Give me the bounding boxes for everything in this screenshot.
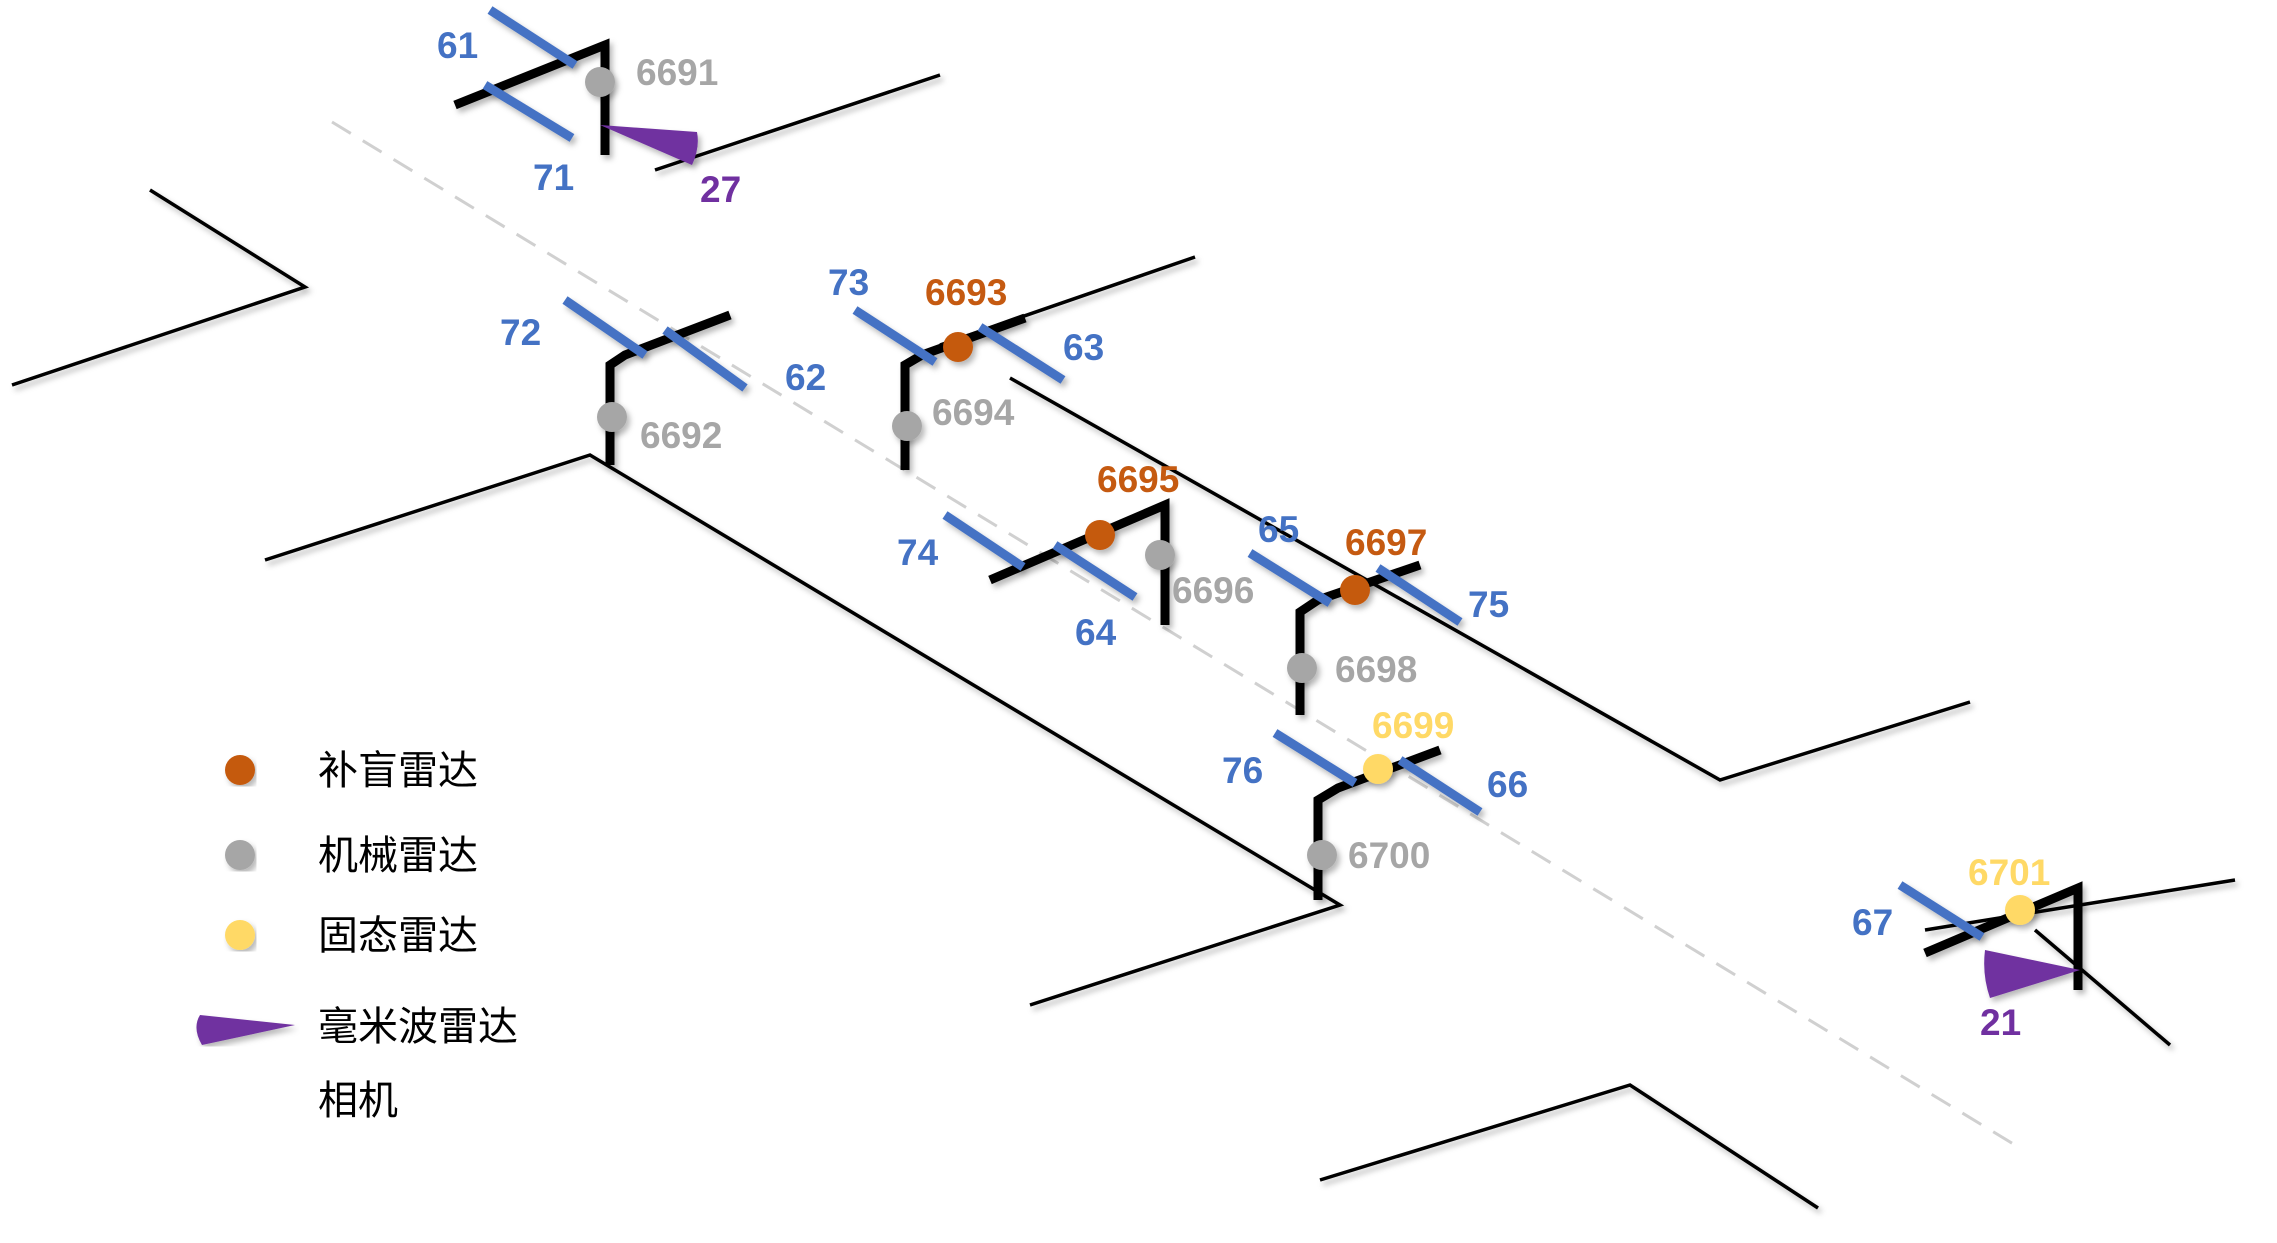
radar-label-6700: 6700 [1348, 835, 1430, 876]
legend-solid-state-radar-label: 固态雷达 [318, 913, 478, 959]
radar-label-6698: 6698 [1335, 649, 1417, 690]
mechanical-radar-labels: 6691 6692 6694 6696 6698 6700 [636, 52, 1430, 876]
radar-label-6696: 6696 [1172, 570, 1254, 611]
radar-label-6701: 6701 [1968, 852, 2050, 893]
mmwave-radars [600, 125, 2080, 998]
camera-label-73: 73 [828, 262, 869, 303]
mechanical-radars [585, 67, 1337, 870]
camera-62 [662, 326, 748, 392]
mmwave-radar-21 [1984, 950, 2080, 998]
road-edge [264, 453, 1345, 1007]
camera-label-61: 61 [437, 25, 478, 66]
camera-76 [1272, 729, 1358, 787]
camera-64 [1052, 541, 1138, 601]
radar-label-27: 27 [700, 169, 741, 210]
radar-label-6697: 6697 [1345, 522, 1427, 563]
road-edge [11, 188, 310, 387]
blind-radar-6697 [1340, 575, 1370, 605]
road-edge [654, 73, 941, 172]
camera-label-65: 65 [1258, 509, 1299, 550]
legend-blind-radar-label: 补盲雷达 [318, 748, 478, 794]
camera-label-76: 76 [1222, 750, 1263, 791]
radar-label-6691: 6691 [636, 52, 718, 93]
road-edge [1319, 1083, 1819, 1210]
camera-label-64: 64 [1075, 612, 1117, 653]
mechanical-radar-6698 [1287, 653, 1317, 683]
mount-pole [453, 38, 610, 155]
mechanical-radar-6692 [597, 402, 627, 432]
radar-label-6693: 6693 [925, 272, 1007, 313]
legend: 补盲雷达 机械雷达 固态雷达 毫米波雷达 相机 [192, 748, 518, 1124]
camera-65 [1247, 549, 1333, 607]
camera-72 [562, 296, 648, 359]
radar-label-6692: 6692 [640, 415, 722, 456]
blind-radar-6693 [943, 332, 973, 362]
mount-pole [988, 498, 1170, 625]
mechanical-radar-6700 [1307, 840, 1337, 870]
camera-61 [487, 6, 578, 69]
camera-label-62: 62 [785, 357, 826, 398]
legend-solid-state-radar-icon [225, 920, 255, 950]
camera-66 [1397, 756, 1483, 816]
camera-73 [852, 306, 938, 366]
road-centerline [331, 120, 2016, 1147]
solid-state-radars [1363, 754, 2035, 925]
radar-label-21: 21 [1980, 1002, 2021, 1043]
radar-label-6694: 6694 [932, 392, 1015, 433]
solid-state-radar-6699 [1363, 754, 1393, 784]
solid-state-radar-6701 [2005, 895, 2035, 925]
camera-74 [942, 511, 1026, 571]
legend-camera-label: 相机 [318, 1078, 398, 1124]
blind-radars [943, 332, 1370, 605]
camera-67 [1897, 881, 1985, 941]
solid-state-radar-labels: 6699 6701 [1372, 705, 2050, 893]
radar-label-6699: 6699 [1372, 705, 1454, 746]
camera-label-75: 75 [1468, 584, 1509, 625]
cameras [482, 6, 1985, 941]
camera-63 [977, 323, 1066, 384]
camera-label-66: 66 [1487, 764, 1528, 805]
road-edge [2033, 928, 2172, 1047]
mechanical-radar-6691 [585, 67, 615, 97]
camera-label-67: 67 [1852, 902, 1893, 943]
camera-label-72: 72 [500, 312, 541, 353]
camera-label-71: 71 [533, 157, 574, 198]
camera-71 [482, 81, 575, 142]
legend-mmwave-radar-icon [196, 1015, 295, 1045]
camera-75 [1375, 564, 1463, 626]
mmwave-radar-labels: 27 21 [700, 169, 2021, 1043]
road-edge [1009, 376, 1971, 782]
legend-mechanical-radar-label: 机械雷达 [318, 833, 478, 879]
legend-blind-radar-icon [225, 755, 255, 785]
blind-radar-6695 [1085, 520, 1115, 550]
mechanical-radar-6694 [892, 411, 922, 441]
camera-label-63: 63 [1063, 327, 1104, 368]
camera-labels: 61 71 72 62 73 63 74 64 65 75 76 66 67 [437, 25, 1893, 943]
mechanical-radar-6696 [1145, 540, 1175, 570]
blind-radar-labels: 6693 6695 6697 [925, 272, 1427, 563]
camera-label-74: 74 [897, 532, 939, 573]
mmwave-radar-27 [600, 125, 698, 165]
legend-mechanical-radar-icon [225, 840, 255, 870]
radar-label-6695: 6695 [1097, 459, 1179, 500]
legend-mmwave-radar-label: 毫米波雷达 [318, 1004, 518, 1050]
